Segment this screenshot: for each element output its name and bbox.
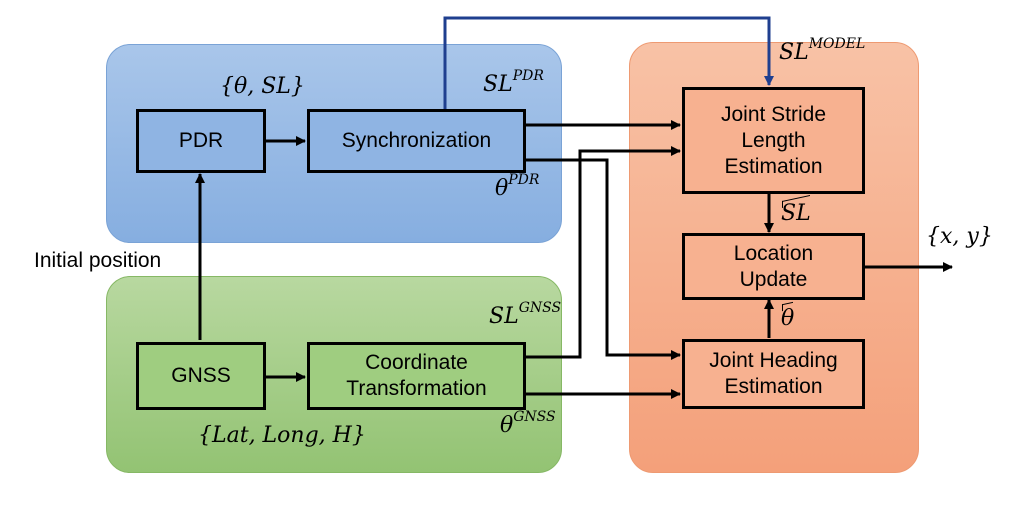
arrow-sync-theta-to-jhe xyxy=(525,158,681,360)
xy-output-label: {x, y} xyxy=(926,224,993,249)
theta-pdr-sup: PDR xyxy=(508,172,540,188)
sl-hat-text: SL xyxy=(781,201,811,226)
sl-hat-label: SL xyxy=(781,201,811,226)
theta-pdr-label: θPDR xyxy=(495,172,539,201)
theta-gnss-label: θGNSS xyxy=(500,409,556,438)
sl-pdr-base: SL xyxy=(483,72,513,97)
sl-pdr-sup: PDR xyxy=(512,68,544,84)
arrow-coord-sl-to-jsle xyxy=(525,146,681,359)
theta-gnss-sup: GNSS xyxy=(513,409,556,425)
sl-model-base: SL xyxy=(779,40,809,65)
synchronization-block: Synchronization xyxy=(307,109,526,173)
coordinate-transformation-block: Coordinate Transformation xyxy=(307,342,526,410)
theta-hat-text: θ xyxy=(781,306,795,331)
gnss-block: GNSS xyxy=(136,342,266,410)
sl-gnss-label: SLGNSS xyxy=(489,300,561,329)
lat-long-h-label: {Lat, Long, H} xyxy=(198,423,366,448)
theta-sl-label: {θ, SL} xyxy=(220,74,305,99)
sl-pdr-label: SLPDR xyxy=(483,68,544,97)
location-update-block: Location Update xyxy=(682,233,865,300)
theta-pdr-base: θ xyxy=(495,176,509,201)
initial-position-label: Initial position xyxy=(34,249,162,272)
arrow-sync-feedback-to-jsle xyxy=(443,16,774,109)
theta-gnss-base: θ xyxy=(500,413,514,438)
sl-gnss-base: SL xyxy=(489,304,519,329)
joint-stride-length-estimation-block: Joint Stride Length Estimation xyxy=(682,87,865,194)
sl-gnss-sup: GNSS xyxy=(518,300,562,316)
joint-heading-estimation-block: Joint Heading Estimation xyxy=(682,339,865,409)
pdr-block: PDR xyxy=(136,109,266,173)
sl-model-sup: MODEL xyxy=(808,36,866,52)
theta-hat-label: θ xyxy=(781,306,794,331)
sl-model-label: SLMODEL xyxy=(779,36,865,65)
